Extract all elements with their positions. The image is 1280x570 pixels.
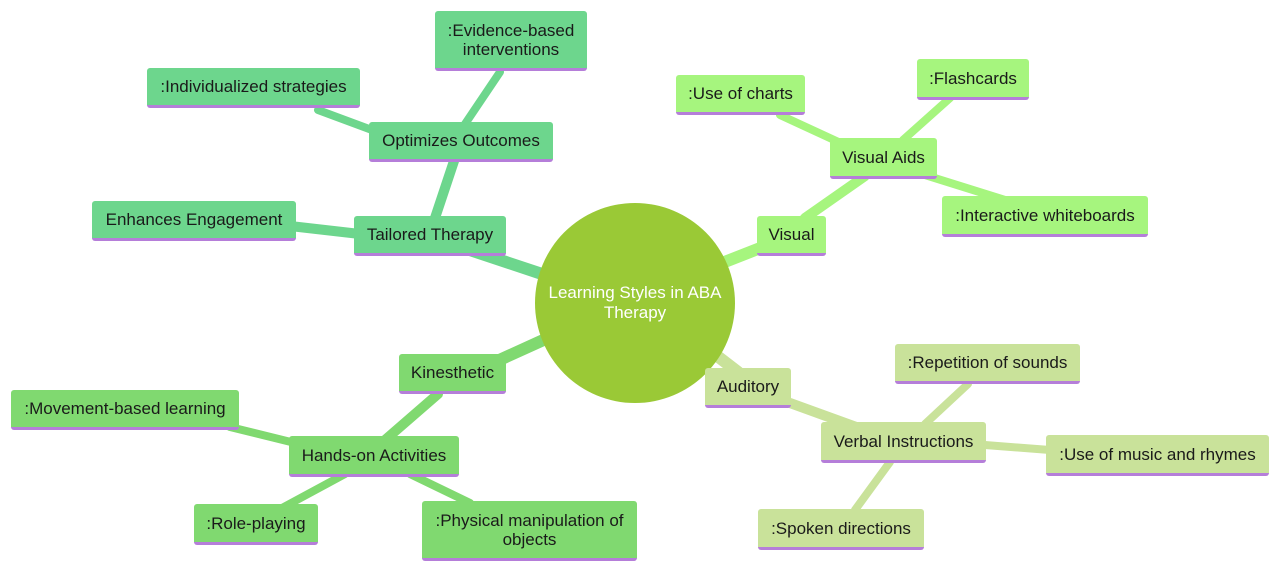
edge-optimizes-evidence	[461, 68, 504, 128]
edge-verbal-repetition	[921, 380, 972, 428]
node-visual-aids[interactable]: Visual Aids	[830, 138, 937, 179]
edge-aids-flashcards	[899, 94, 954, 144]
root-node[interactable]: Learning Styles in ABA Therapy	[535, 203, 735, 403]
node-verbal-instructions[interactable]: Verbal Instructions	[821, 422, 986, 463]
edge-visual-aids	[800, 171, 870, 223]
node-auditory[interactable]: Auditory	[705, 368, 791, 408]
node-physical-manipulation[interactable]: :Physical manipulation of objects	[422, 501, 637, 561]
node-movement-based-learning[interactable]: :Movement-based learning	[11, 390, 239, 430]
node-kinesthetic[interactable]: Kinesthetic	[399, 354, 506, 394]
edge-handson-movement	[226, 423, 299, 447]
edge-aids-whiteboards	[921, 171, 1009, 204]
edge-verbal-music	[981, 441, 1054, 454]
node-repetition-of-sounds[interactable]: :Repetition of sounds	[895, 344, 1080, 384]
node-optimizes-outcomes[interactable]: Optimizes Outcomes	[369, 122, 553, 162]
node-use-of-charts[interactable]: :Use of charts	[676, 75, 805, 115]
node-use-of-music-and-rhymes[interactable]: :Use of music and rhymes	[1046, 435, 1269, 476]
node-flashcards[interactable]: :Flashcards	[917, 59, 1029, 100]
node-tailored-therapy[interactable]: Tailored Therapy	[354, 216, 506, 256]
node-visual[interactable]: Visual	[757, 216, 826, 256]
node-enhances-engagement[interactable]: Enhances Engagement	[92, 201, 296, 241]
edge-verbal-spoken	[851, 458, 894, 514]
edge-handson-physical	[406, 470, 474, 507]
edge-tailored-optimizes	[430, 153, 460, 223]
edge-handson-roleplaying	[278, 470, 349, 512]
node-evidence-based-interventions[interactable]: :Evidence-based interventions	[435, 11, 587, 71]
edge-kinesthetic-handson	[380, 389, 443, 445]
node-hands-on-activities[interactable]: Hands-on Activities	[289, 436, 459, 477]
node-individualized-strategies[interactable]: :Individualized strategies	[147, 68, 360, 108]
node-role-playing[interactable]: :Role-playing	[194, 504, 318, 545]
node-interactive-whiteboards[interactable]: :Interactive whiteboards	[942, 196, 1148, 237]
edge-tailored-enhances	[285, 221, 365, 239]
node-spoken-directions[interactable]: :Spoken directions	[758, 509, 924, 550]
